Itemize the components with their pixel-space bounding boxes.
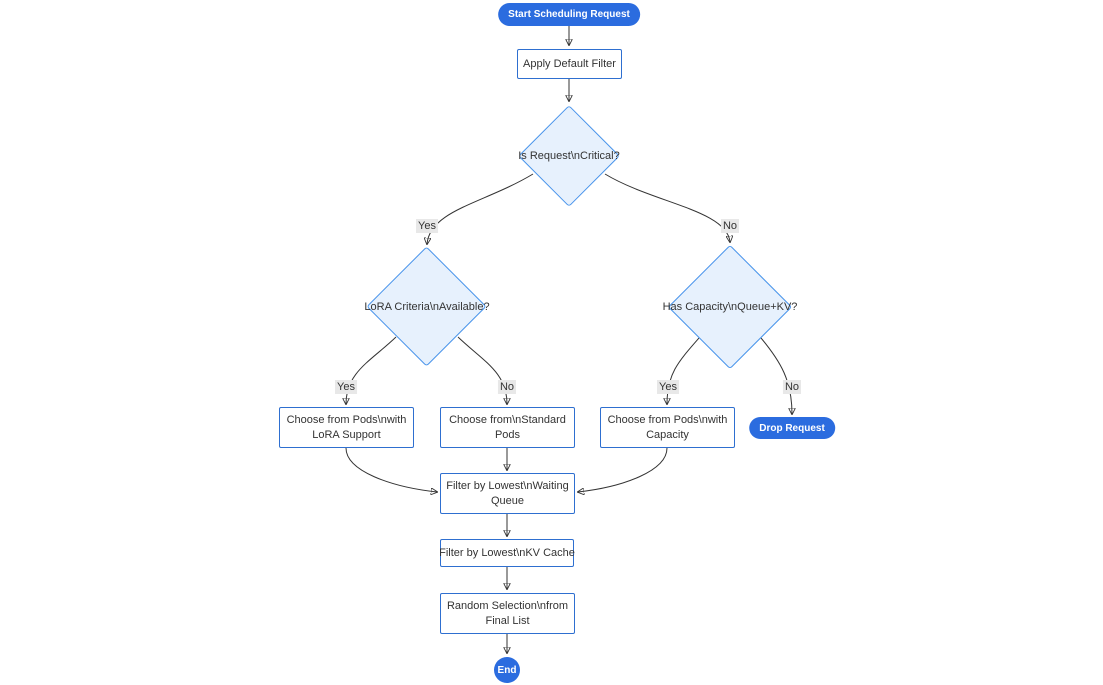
node-drop-request-label: Drop Request [759,422,825,434]
node-random-selection-line2: Final List [485,614,530,627]
node-choose-lora-pods-line1: Choose from Pods\nwith [286,413,407,426]
node-is-critical-label: Is Request\nCritical? [518,150,620,162]
edge-label-critical-yes: Yes [416,219,438,233]
edge-lora-no [457,336,507,404]
node-end: End [494,657,520,683]
node-apply-default-filter: Apply Default Filter [517,49,622,79]
edge-capacity-no [760,337,792,414]
node-choose-standard-pods: Choose from\nStandard Pods [440,407,575,448]
node-filter-waiting-queue-line2: Queue [490,494,525,507]
edge-lora-yes [346,336,397,404]
node-choose-standard-pods-line1: Choose from\nStandard [449,413,566,426]
edge-capacity-yes [667,337,700,404]
node-start-label: Start Scheduling Request [508,9,630,20]
node-choose-lora-pods-line2: LoRA Support [312,428,381,441]
node-random-selection: Random Selection\nfrom Final List [440,593,575,634]
node-drop-request: Drop Request [749,417,835,439]
edge-critical-no [604,173,730,242]
node-choose-capacity-pods: Choose from Pods\nwith Capacity [600,407,735,448]
node-filter-kv-cache: Filter by Lowest\nKV Cache [439,539,575,567]
node-choose-capacity-pods-line2: Capacity [646,428,689,441]
node-end-label: End [497,664,517,676]
edge-critical-yes [427,173,534,244]
node-filter-waiting-queue-line1: Filter by Lowest\nWaiting [446,479,569,492]
node-lora-criteria-label: LoRA Criteria\nAvailable? [364,301,490,313]
node-choose-standard-pods-line2: Pods [494,428,521,441]
node-filter-kv-cache-label: Filter by Lowest\nKV Cache [439,546,575,559]
edge-chooselora-to-filterqueue [345,447,437,492]
edge-choosecapacity-to-filterqueue [578,447,668,492]
node-filter-waiting-queue: Filter by Lowest\nWaiting Queue [440,473,575,514]
node-random-selection-line1: Random Selection\nfrom [446,599,569,612]
edge-label-lora-yes: Yes [335,380,357,394]
node-choose-lora-pods: Choose from Pods\nwith LoRA Support [279,407,414,448]
node-apply-default-filter-label: Apply Default Filter [523,57,616,70]
node-choose-capacity-pods-line1: Choose from Pods\nwith [607,413,728,426]
node-has-capacity-label: Has Capacity\nQueue+KV? [662,301,798,313]
edge-label-capacity-no: No [782,380,802,394]
edge-label-lora-no: No [497,380,517,394]
node-start: Start Scheduling Request [498,3,640,26]
edge-label-capacity-yes: Yes [657,380,679,394]
edge-label-critical-no: No [720,219,740,233]
